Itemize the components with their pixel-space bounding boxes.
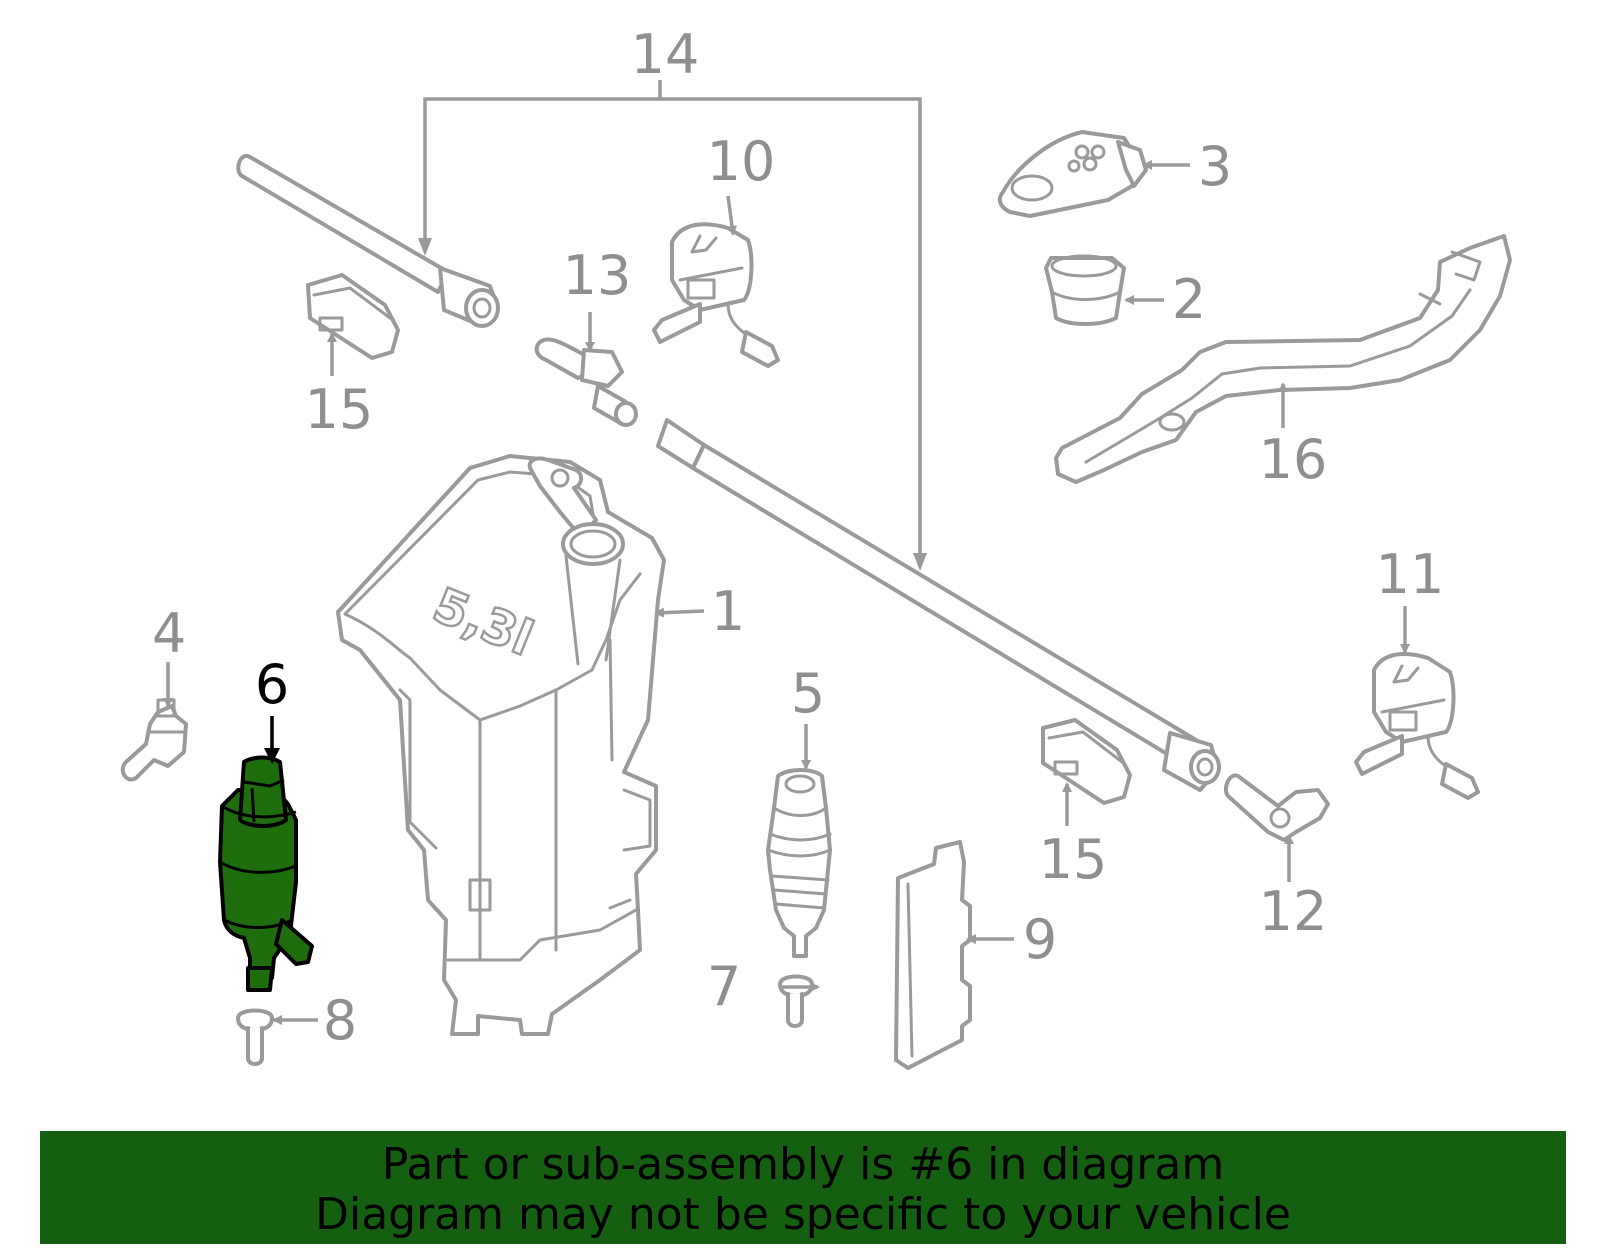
callout-15-lower: 15 — [1039, 828, 1108, 891]
callout-6: 6 — [255, 653, 289, 716]
washer-pump-6 — [218, 755, 314, 992]
callout-14: 14 — [631, 23, 700, 86]
nozzle-10 — [652, 222, 780, 368]
elbow-12 — [1223, 773, 1330, 842]
bracket-14 — [418, 80, 927, 571]
banner-line-2: Diagram may not be specific to your vehi… — [315, 1189, 1291, 1240]
info-banner: Part or sub-assembly is #6 in diagram Di… — [40, 1131, 1566, 1244]
callout-12: 12 — [1259, 880, 1328, 943]
callout-11: 11 — [1376, 543, 1445, 606]
cap-3 — [997, 130, 1148, 218]
bolt-7 — [778, 974, 814, 1028]
callout-1: 1 — [711, 580, 745, 643]
washer-tank-1: 5,3l — [336, 454, 666, 1036]
bracket-16 — [1054, 234, 1512, 484]
banner-line-1: Part or sub-assembly is #6 in diagram — [381, 1139, 1225, 1190]
hose-upper — [236, 153, 500, 328]
level-sensor-5 — [766, 768, 832, 958]
panel-9 — [894, 840, 972, 1070]
elbow-4 — [120, 698, 188, 782]
callout-8: 8 — [323, 989, 357, 1052]
callout-3: 3 — [1198, 135, 1232, 198]
callout-15-upper: 15 — [305, 378, 374, 441]
callout-5: 5 — [791, 662, 825, 725]
callout-2: 2 — [1172, 268, 1206, 331]
callout-numbers: 14 10 3 13 2 15 16 1 11 4 6 5 15 12 9 7 … — [152, 23, 1445, 1052]
hose-long — [656, 418, 1221, 792]
callout-4: 4 — [152, 602, 186, 665]
parts-diagram: 5,3l — [120, 23, 1512, 1070]
clip-15-upper — [306, 273, 400, 360]
clip-15-lower — [1041, 718, 1132, 805]
nozzle-11 — [1354, 652, 1480, 800]
callout-9: 9 — [1023, 908, 1057, 971]
callout-10: 10 — [707, 130, 776, 193]
cap-2 — [1044, 254, 1126, 326]
leader-lines — [163, 160, 1410, 1025]
bolt-8 — [236, 1008, 274, 1066]
callout-7: 7 — [707, 955, 741, 1018]
callout-13: 13 — [563, 244, 632, 307]
connector-13 — [534, 337, 638, 427]
callout-16: 16 — [1259, 428, 1328, 491]
